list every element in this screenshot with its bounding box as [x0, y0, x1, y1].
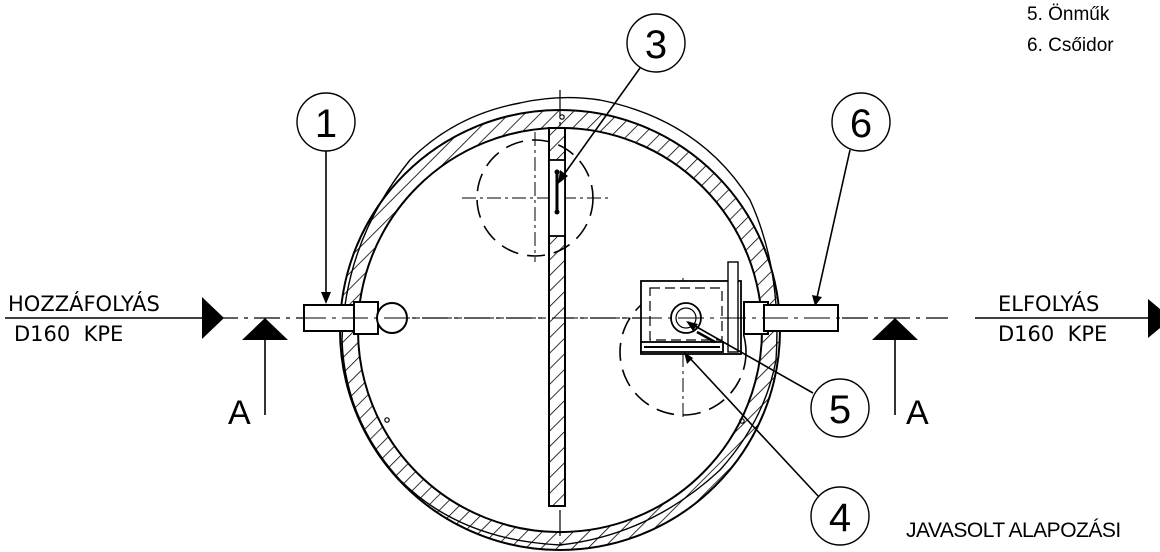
callout-arrow-6 [812, 295, 822, 306]
section-left-mark: A [228, 394, 251, 432]
callout-arrow-4 [684, 352, 693, 364]
device-link [696, 330, 716, 344]
callout-arrow-1 [321, 292, 331, 304]
foundation-note: JAVASOLT ALAPOZÁSI [906, 519, 1121, 542]
tank-outer-rim [341, 96, 778, 546]
section-right-mark: A [906, 394, 929, 432]
inflow-arrow-head [202, 297, 224, 339]
baffle-slot-knob-bottom [554, 209, 560, 215]
outflow-label: ELFOLYÁS [998, 291, 1099, 316]
callout-number-5: 5 [829, 388, 851, 432]
inflow-label: HOZZÁFOLYÁS [8, 291, 160, 316]
callout-leader-3 [559, 67, 641, 181]
callout-arrow-5 [686, 321, 698, 331]
callout-arrow-3 [558, 170, 568, 184]
callout-leader-6 [815, 149, 851, 303]
legend-item-6: 6. Csőidor [1027, 35, 1114, 56]
inflow-pipe-spec: D160 KPE [14, 322, 123, 346]
callout-circle-6 [831, 92, 891, 152]
callout-number-6: 6 [850, 102, 872, 146]
baffle-slot-knob-top [554, 169, 560, 175]
callout-leader-4 [685, 353, 820, 498]
ring-mark-right [739, 418, 745, 424]
callout-circle-4 [810, 486, 870, 546]
section-left-triangle [242, 318, 288, 340]
ring-mark-top [559, 114, 565, 120]
callout-number-3: 3 [645, 23, 667, 67]
section-right-triangle [872, 318, 918, 340]
callout-circle-5 [810, 378, 870, 438]
outflow-arrow-head [1148, 299, 1160, 338]
automatic-device-body [649, 287, 723, 341]
callout-number-1: 1 [315, 102, 337, 146]
float-plate-bar [727, 261, 739, 353]
callout-circle-3 [626, 13, 686, 73]
legend-item-5: 5. Önműk [1027, 4, 1110, 25]
callout-leader-5 [687, 321, 814, 394]
callout-number-4: 4 [829, 496, 851, 540]
ring-mark-left [384, 417, 390, 423]
outflow-pipe-spec: D160 KPE [998, 322, 1107, 346]
